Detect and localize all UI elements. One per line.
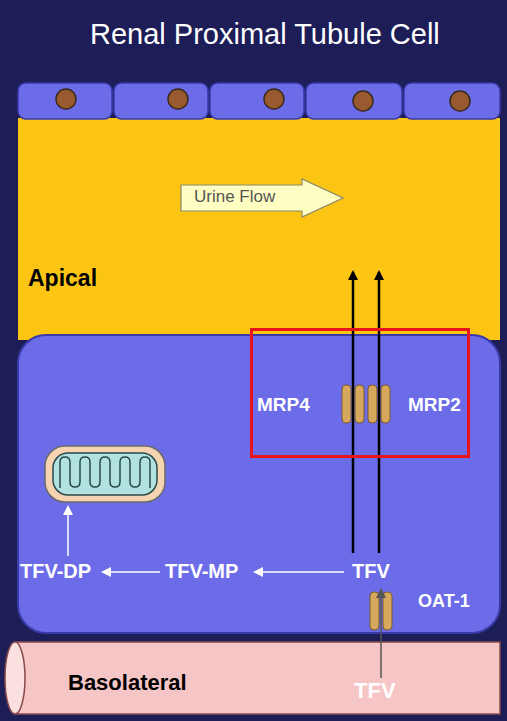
drug-label: TFV — [354, 678, 396, 703]
epithelial-cell — [18, 83, 112, 119]
efflux-arrow — [352, 272, 355, 553]
cell-body — [18, 335, 500, 633]
highlight-box: MRP4 MRP2 — [250, 328, 470, 458]
phosphorylation-arrow — [255, 571, 344, 573]
transporter — [383, 592, 392, 630]
cristae — [60, 457, 150, 488]
nucleus — [353, 91, 373, 111]
epithelial-cell — [210, 83, 304, 119]
mitochondrion — [45, 446, 165, 502]
transporter-label: OAT-1 — [418, 591, 470, 612]
mitochondrion-inner — [53, 453, 157, 495]
phosphorylation-arrow — [103, 571, 160, 573]
basolateral-region: Basolateral TFV — [5, 640, 500, 716]
apical-region: Apical Urine Flow — [18, 120, 500, 335]
arrow-outline — [181, 179, 343, 217]
epithelial-cell — [306, 83, 402, 119]
transporter-label: MRP4 — [257, 394, 310, 416]
efflux-arrow — [378, 272, 381, 553]
transporter — [355, 385, 364, 423]
transporter — [342, 385, 351, 423]
flow-label: Urine Flow — [194, 187, 275, 207]
metabolite-label: TFV-DP — [20, 560, 91, 583]
basolateral-vessel — [15, 642, 500, 714]
epithelial-cell — [114, 83, 208, 119]
epithelial-cell — [404, 83, 500, 119]
nucleus — [56, 89, 76, 109]
metabolite-label: TFV-MP — [165, 560, 238, 583]
flow-arrow: Urine Flow — [180, 178, 344, 218]
region-label: Basolateral — [68, 670, 187, 695]
region-label: Apical — [28, 265, 97, 291]
lumen-region — [18, 118, 500, 340]
vessel-end — [5, 642, 25, 714]
drug-label: TFV — [352, 560, 390, 583]
title: Renal Proximal Tubule Cell — [90, 18, 440, 51]
nucleus — [168, 89, 188, 109]
transporter-label: MRP2 — [408, 394, 461, 416]
transporter — [368, 385, 377, 423]
transporter — [370, 592, 379, 630]
transporter — [381, 385, 390, 423]
nucleus — [450, 91, 470, 111]
uptake-arrow — [380, 590, 382, 678]
mitochondria-arrow — [67, 507, 69, 556]
nucleus — [264, 89, 284, 109]
